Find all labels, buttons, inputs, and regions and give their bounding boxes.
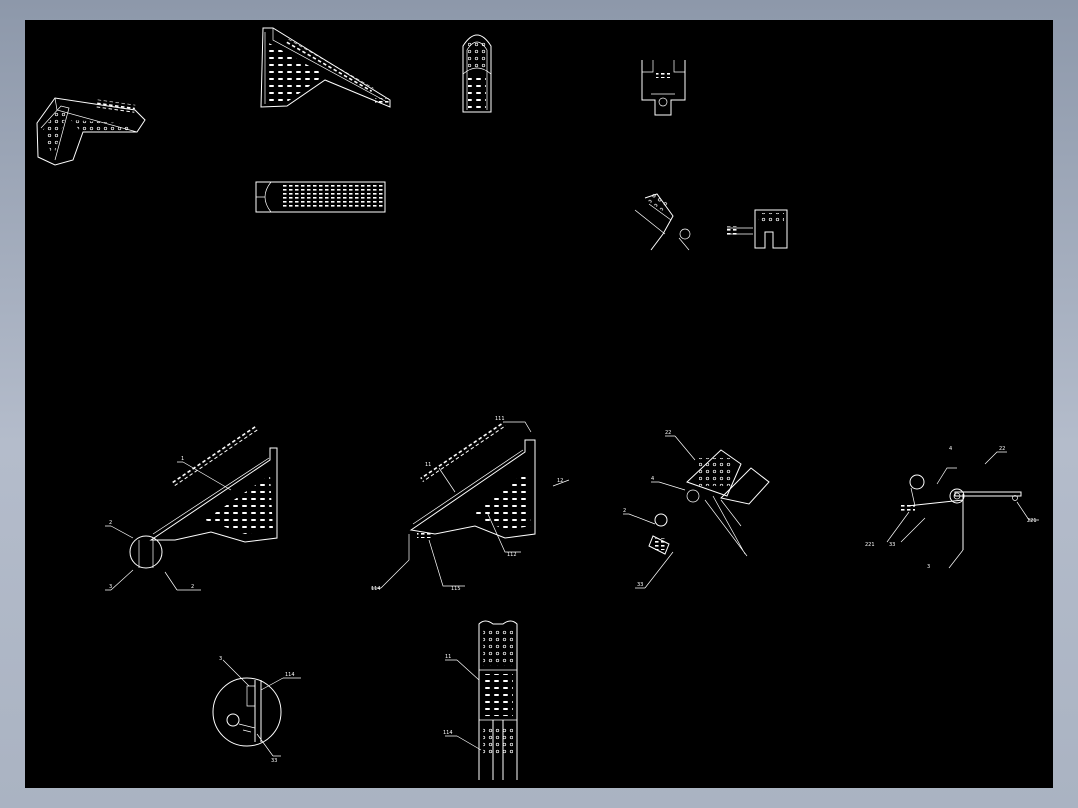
drawing-sheet: 1 2 3 2 111 11 12 112 114 115 22 4 bbox=[25, 20, 1053, 788]
callout-d1-bottom: 33 bbox=[271, 758, 277, 764]
vertical-bracket-view: 11 114 bbox=[443, 620, 518, 780]
callout-a2-bottom-mid: 115 bbox=[451, 586, 461, 592]
callout-a2-right: 12 bbox=[557, 478, 563, 484]
assembly-view-3: 22 4 2 33 bbox=[623, 430, 770, 589]
callout-a3-mid: 4 bbox=[651, 476, 654, 482]
callout-a4-top-a: 4 bbox=[949, 446, 952, 452]
callout-a1-right: 2 bbox=[191, 584, 194, 590]
hook-detail-views bbox=[634, 191, 788, 251]
circular-detail-view: 3 114 33 bbox=[212, 656, 301, 764]
callout-v1-lower: 114 bbox=[443, 730, 453, 736]
callout-a2-upper: 11 bbox=[425, 462, 431, 468]
callout-d1-top: 3 bbox=[219, 656, 222, 662]
callout-v1-upper: 11 bbox=[445, 654, 451, 660]
cad-drawing: 1 2 3 2 111 11 12 112 114 115 22 4 bbox=[36, 27, 1039, 780]
callout-a1-bottom: 3 bbox=[109, 584, 112, 590]
front-elevation-view bbox=[260, 27, 391, 108]
top-plan-view bbox=[255, 181, 386, 213]
callout-a2-mid: 112 bbox=[507, 552, 517, 558]
callout-a1-left: 2 bbox=[109, 520, 112, 526]
callout-a4-left-b: 33 bbox=[889, 542, 895, 548]
callout-d1-right: 114 bbox=[285, 672, 295, 678]
callout-a4-right: 221 bbox=[1027, 518, 1037, 524]
callout-a4-top-b: 22 bbox=[999, 446, 1005, 452]
callout-a3-bottom: 33 bbox=[637, 582, 643, 588]
assembly-view-2: 111 11 12 112 114 115 bbox=[371, 416, 570, 592]
assembly-view-4: 4 22 221 221 33 3 bbox=[865, 446, 1039, 570]
callout-a3-left: 2 bbox=[623, 508, 626, 514]
callout-a4-bottom: 3 bbox=[927, 564, 930, 570]
callout-a1-top: 1 bbox=[181, 456, 184, 462]
callout-a2-top: 111 bbox=[495, 416, 505, 422]
clip-detail-view bbox=[641, 60, 686, 116]
callout-a4-left-a: 221 bbox=[865, 542, 875, 548]
callout-a2-bottom-left: 114 bbox=[371, 586, 381, 592]
callout-a3-top: 22 bbox=[665, 430, 671, 436]
side-elevation-view bbox=[462, 34, 492, 113]
iso-bracket-view bbox=[36, 97, 146, 166]
assembly-view-1: 1 2 3 2 bbox=[105, 425, 278, 591]
